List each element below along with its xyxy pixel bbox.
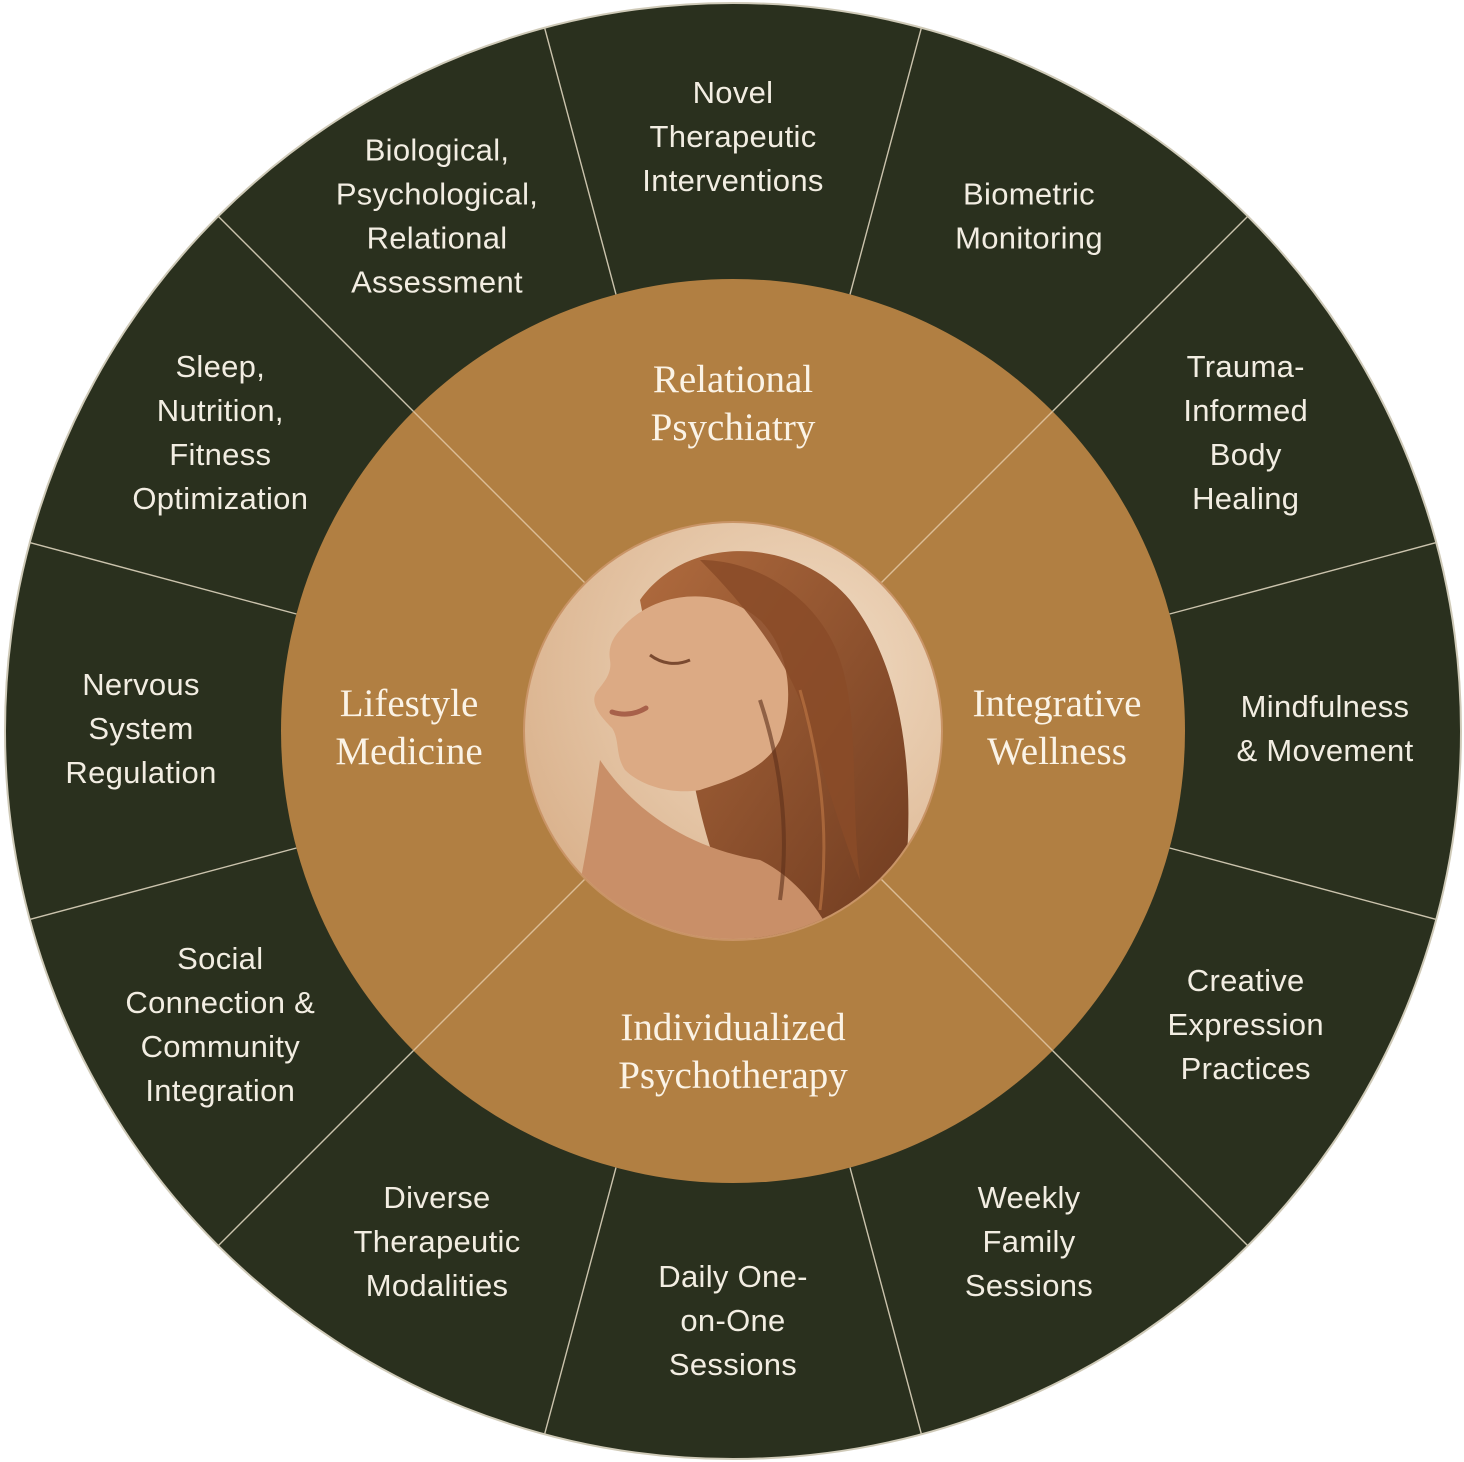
inner-label-individualized-psychotherapy-line: Individualized [620, 1006, 846, 1049]
outer-label-mindfulness-movement-line: & Movement [1236, 733, 1413, 768]
outer-label-sleep-nutrition-fitness-optimization-line: Fitness [169, 437, 271, 472]
outer-label-biometric-monitoring-line: Biometric [963, 176, 1095, 211]
outer-divider-line [849, 27, 923, 295]
outer-label-social-connection-community-integration-line: Social [177, 941, 263, 976]
outer-label-biological-psychological-relational-assessment-line: Biological, [365, 132, 510, 167]
outer-label-trauma-informed-body-healing-line: Informed [1183, 393, 1308, 428]
outer-divider-line [1169, 541, 1437, 615]
outer-label-nervous-system-regulation-line: Regulation [65, 755, 216, 790]
outer-label-nervous-system-regulation-line: System [88, 711, 193, 746]
outer-divider-line [217, 1050, 414, 1247]
outer-label-social-connection-community-integration-line: Connection & [125, 985, 315, 1020]
inner-divider-line [412, 410, 585, 583]
outer-label-biometric-monitoring-line: Monitoring [955, 220, 1103, 255]
inner-label-individualized-psychotherapy-line: Psychotherapy [618, 1054, 848, 1097]
outer-label-daily-one-on-one-sessions-line: on-One [680, 1303, 785, 1338]
inner-label-relational-psychiatry-line: Relational [653, 358, 813, 401]
outer-divider-line [1052, 1050, 1249, 1247]
outer-label-social-connection-community-integration-line: Integration [145, 1073, 295, 1108]
outer-divider-line [849, 1167, 923, 1435]
outer-label-mindfulness-movement-line: Mindfulness [1241, 689, 1410, 724]
outer-label-weekly-family-sessions-line: Weekly [978, 1180, 1081, 1215]
outer-label-diverse-therapeutic-modalities-line: Diverse [383, 1180, 490, 1215]
inner-divider-line [881, 410, 1054, 583]
outer-label-trauma-informed-body-healing-line: Trauma- [1187, 349, 1305, 384]
outer-label-daily-one-on-one-sessions-line: Daily One- [658, 1259, 807, 1294]
outer-label-sleep-nutrition-fitness-optimization-line: Sleep, [175, 349, 265, 384]
outer-label-biological-psychological-relational-assessment-line: Assessment [351, 264, 523, 299]
outer-divider-line [217, 215, 414, 412]
inner-divider-line [412, 879, 585, 1052]
outer-label-sleep-nutrition-fitness-optimization-line: Nutrition, [157, 393, 284, 428]
outer-divider-line [1169, 847, 1437, 921]
woman-portrait-photo-icon [525, 523, 941, 939]
outer-label-biological-psychological-relational-assessment-line: Relational [367, 220, 508, 255]
outer-label-creative-expression-practices-line: Creative [1187, 963, 1305, 998]
outer-label-trauma-informed-body-healing-line: Healing [1192, 481, 1299, 516]
outer-label-creative-expression-practices-line: Expression [1168, 1007, 1324, 1042]
inner-label-integrative-wellness-line: Integrative [973, 682, 1142, 725]
outer-label-weekly-family-sessions-line: Sessions [965, 1268, 1093, 1303]
outer-divider-line [543, 1167, 617, 1435]
inner-label-lifestyle-medicine-line: Lifestyle [340, 682, 479, 725]
outer-label-diverse-therapeutic-modalities-line: Modalities [366, 1268, 509, 1303]
outer-label-daily-one-on-one-sessions-line: Sessions [669, 1347, 797, 1382]
outer-divider-line [29, 541, 297, 615]
outer-label-diverse-therapeutic-modalities-line: Therapeutic [353, 1224, 520, 1259]
outer-divider-line [29, 847, 297, 921]
outer-label-novel-therapeutic-interventions-line: Therapeutic [649, 119, 816, 154]
outer-label-nervous-system-regulation-line: Nervous [82, 667, 200, 702]
outer-divider-line [1052, 215, 1249, 412]
outer-label-novel-therapeutic-interventions-line: Interventions [642, 163, 823, 198]
outer-label-mindfulness-movement: Mindfulness & Movement [1236, 689, 1413, 768]
outer-label-weekly-family-sessions-line: Family [982, 1224, 1075, 1259]
outer-label-social-connection-community-integration-line: Community [141, 1029, 301, 1064]
inner-label-relational-psychiatry-line: Psychiatry [651, 406, 816, 449]
inner-label-integrative-wellness-line: Wellness [987, 730, 1127, 773]
inner-label-lifestyle-medicine-line: Medicine [335, 730, 482, 773]
inner-ring-dividers [412, 410, 1054, 1052]
outer-divider-line [543, 27, 617, 295]
center-portrait [523, 521, 943, 941]
outer-label-novel-therapeutic-interventions-line: Novel [693, 75, 774, 110]
inner-divider-line [881, 879, 1054, 1052]
outer-label-creative-expression-practices-line: Practices [1181, 1051, 1311, 1086]
outer-label-sleep-nutrition-fitness-optimization-line: Optimization [132, 481, 308, 516]
outer-label-trauma-informed-body-healing-line: Body [1210, 437, 1282, 472]
outer-label-biological-psychological-relational-assessment-line: Psychological, [336, 176, 538, 211]
outer-ring-dividers [29, 27, 1437, 1435]
